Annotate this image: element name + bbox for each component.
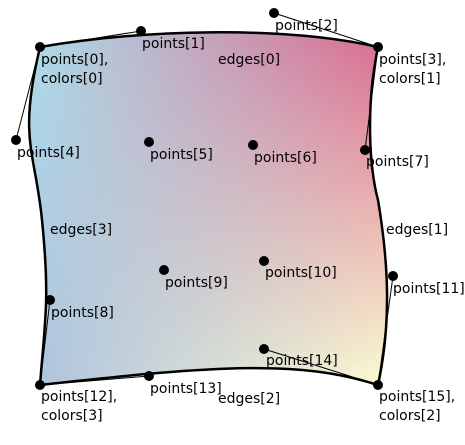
label-point-7: points[7] xyxy=(366,154,429,170)
labels: points[0], colors[0] points[1] points[2]… xyxy=(17,18,465,424)
label-point-1: points[1] xyxy=(142,36,205,52)
label-color-2: colors[2] xyxy=(379,408,441,424)
handle-p12-p13 xyxy=(39,375,150,386)
point-7[interactable] xyxy=(360,145,370,155)
label-color-0: colors[0] xyxy=(41,71,103,87)
label-edge-1: edges[1] xyxy=(386,222,448,238)
handle-p12-p8 xyxy=(39,299,51,386)
point-3[interactable] xyxy=(373,42,383,52)
label-point-9: points[9] xyxy=(165,275,228,291)
point-5[interactable] xyxy=(144,137,154,147)
label-point-0: points[0], xyxy=(41,52,108,68)
label-point-13: points[13] xyxy=(150,381,222,397)
point-15[interactable] xyxy=(373,380,383,390)
point-9[interactable] xyxy=(159,265,169,275)
handle-p3-p7 xyxy=(364,46,379,151)
handle-p15-p11 xyxy=(377,275,394,386)
label-point-12: points[12], xyxy=(41,389,117,405)
label-point-6: points[6] xyxy=(254,150,317,166)
label-point-15: points[15], xyxy=(379,389,455,405)
label-color-3: colors[3] xyxy=(41,408,103,424)
label-color-1: colors[1] xyxy=(379,71,441,87)
point-1[interactable] xyxy=(136,26,146,36)
label-point-3: points[3], xyxy=(379,52,446,68)
point-6[interactable] xyxy=(248,140,258,150)
handle-p14-p15 xyxy=(263,348,379,386)
point-11[interactable] xyxy=(388,271,398,281)
control-handles xyxy=(15,12,394,386)
label-point-4: points[4] xyxy=(17,145,80,161)
point-4[interactable] xyxy=(11,135,21,145)
point-14[interactable] xyxy=(259,344,269,354)
label-edge-2: edges[2] xyxy=(218,391,280,407)
point-2[interactable] xyxy=(269,8,279,18)
control-points xyxy=(11,8,398,390)
label-point-5: points[5] xyxy=(150,147,213,163)
point-12[interactable] xyxy=(35,380,45,390)
point-0[interactable] xyxy=(35,42,45,52)
label-point-8: points[8] xyxy=(51,305,114,321)
label-point-14: points[14] xyxy=(266,353,338,369)
point-10[interactable] xyxy=(259,256,269,266)
handle-p0-p1 xyxy=(39,30,142,48)
handle-p0-p4 xyxy=(15,46,41,141)
label-point-2: points[2] xyxy=(275,18,338,34)
point-8[interactable] xyxy=(45,295,55,305)
point-13[interactable] xyxy=(144,371,154,381)
handle-p2-p3 xyxy=(273,12,379,48)
label-point-10: points[10] xyxy=(265,265,337,281)
label-edge-3: edges[3] xyxy=(50,222,112,238)
label-edge-0: edges[0] xyxy=(218,52,280,68)
label-point-11: points[11] xyxy=(393,281,465,297)
